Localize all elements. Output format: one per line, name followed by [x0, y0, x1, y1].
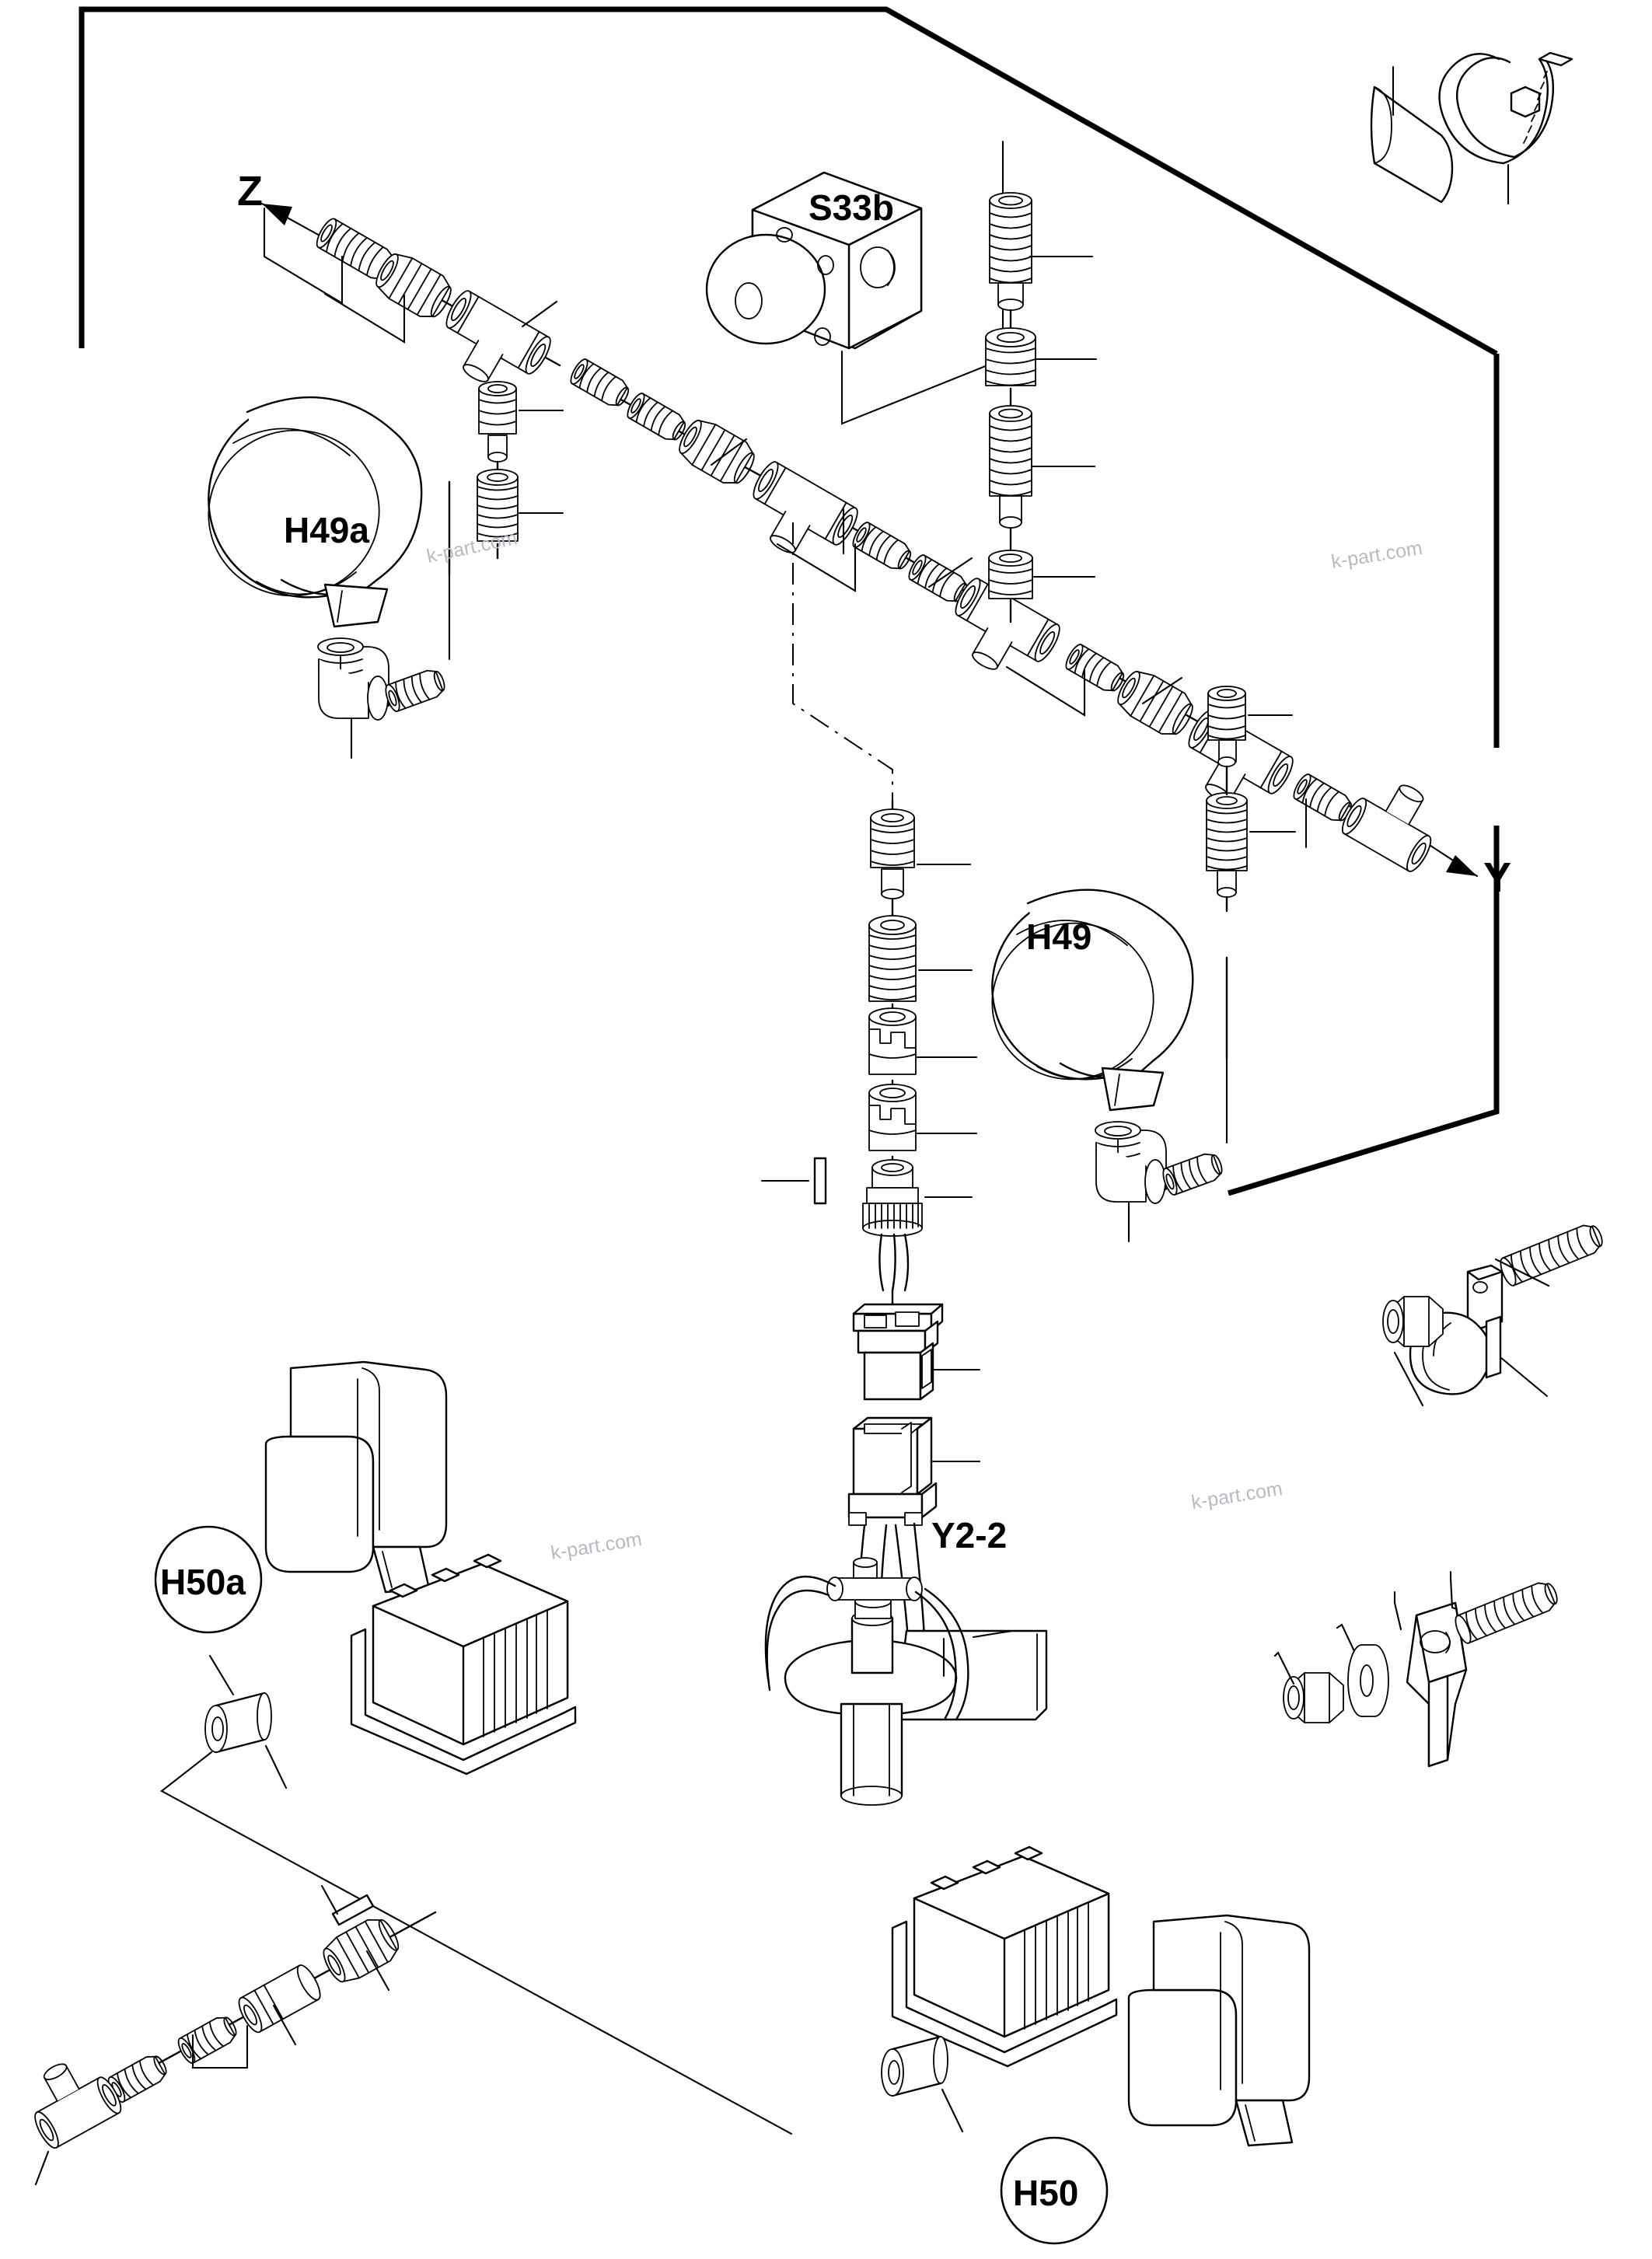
- callout-label-z: Z: [237, 168, 263, 215]
- callout-label-y2-2: Y2-2: [931, 1515, 1008, 1555]
- relay-assembly-h50: [881, 1845, 1311, 2147]
- callout-label-y: Y: [1483, 854, 1512, 901]
- callout-circle-h50: [1000, 2136, 1109, 2245]
- callout-label-h49a: H49a: [284, 510, 369, 550]
- callout-label-s33b: S33b: [809, 187, 894, 228]
- fitting-nipple-z6: [849, 519, 916, 574]
- center-fitting-stack: [760, 808, 978, 1292]
- leader-lines-upper: [263, 207, 1308, 849]
- fitting-stack-h49a: [477, 381, 564, 560]
- protective-sleeve: [1370, 65, 1454, 204]
- leader-h50a-to-fittings: [160, 1751, 793, 2135]
- fitting-nipple-z3: [567, 356, 634, 411]
- connector-2pin-upper: [852, 1289, 981, 1401]
- elbow-fitting-h49: [1095, 1121, 1167, 1243]
- horn-h49a: [208, 396, 423, 628]
- fitting-nipple-h49: [1159, 1149, 1226, 1198]
- p-clamp-assembly: [1382, 1220, 1607, 1407]
- cable-tie: [1438, 51, 1573, 205]
- pressure-switch-s33b: [705, 140, 1004, 425]
- callout-label-h50a: H50a: [160, 1562, 246, 1602]
- fitting-nipple-z8: [1062, 641, 1129, 697]
- center-drop-line: [792, 522, 894, 814]
- fitting-stack-s33b: [985, 192, 1098, 623]
- callout-circle-h50a: [154, 1525, 263, 1634]
- callout-label-h50: H50: [1013, 2173, 1079, 2213]
- section-boundary-frame: [79, 6, 1500, 1196]
- relay-assembly-h50a: [204, 1360, 577, 1789]
- fitting-coupling-z5: [672, 413, 762, 492]
- tee-fitting-bottom-left: [34, 2063, 122, 2149]
- solenoid-valve-y2-2: [764, 1557, 1048, 1806]
- fitting-nipple-z4: [623, 390, 690, 445]
- fitting-stack-h49: [1206, 686, 1297, 913]
- fitting-coupling-z9: [1111, 664, 1200, 743]
- callout-label-h49: H49: [1026, 917, 1092, 957]
- fitting-nipple-h49a: [382, 665, 449, 714]
- bottom-left-fitting-chain: [34, 1884, 437, 2186]
- elbow-fitting-h49a: [317, 637, 389, 759]
- horn-h49: [991, 889, 1194, 1112]
- tee-fitting-y-end: [1341, 784, 1432, 872]
- tee-fitting-center: [732, 458, 863, 576]
- bracket-assembly: [1273, 1570, 1562, 1768]
